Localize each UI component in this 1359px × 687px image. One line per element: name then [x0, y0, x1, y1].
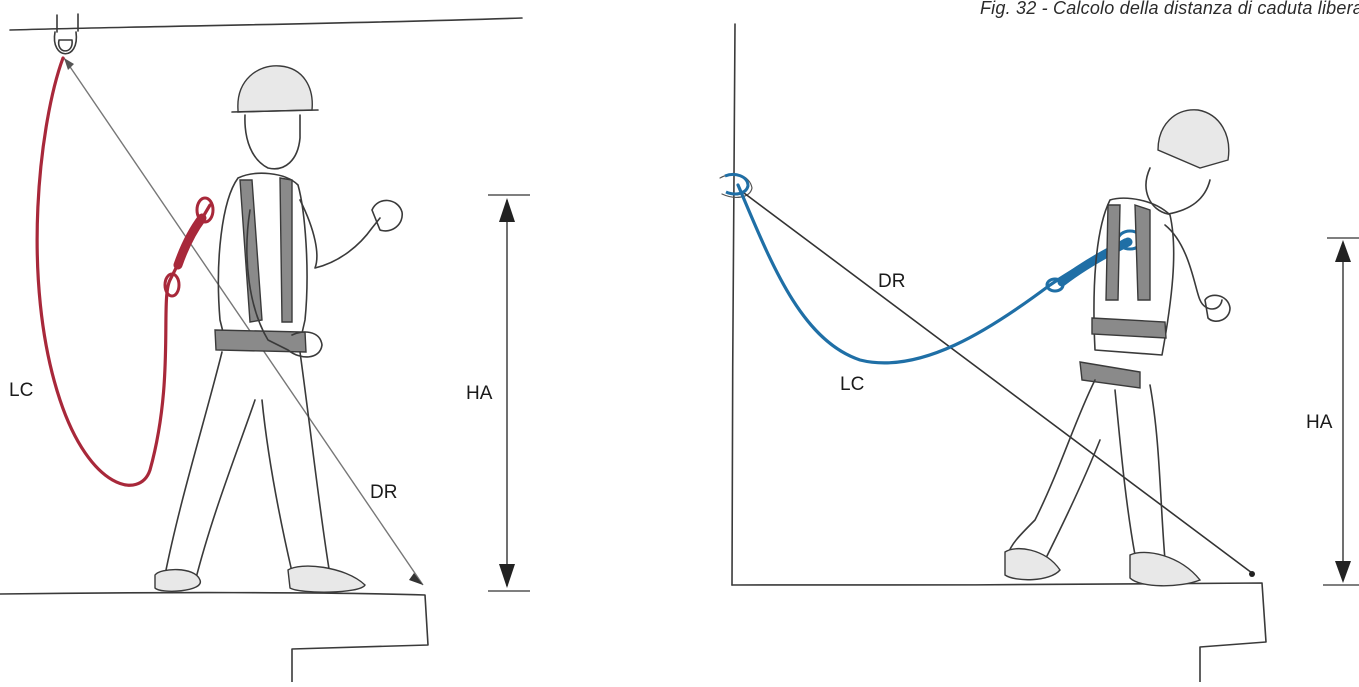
left-dr-arrow-top — [64, 58, 74, 70]
left-dr-line — [64, 58, 423, 585]
figure-caption: Fig. 32 - Calcolo della distanza di cadu… — [980, 0, 1359, 19]
left-anchor-icon — [54, 14, 78, 54]
right-helmet-icon — [1158, 110, 1229, 168]
right-wall — [732, 24, 735, 585]
left-dr-label: DR — [370, 482, 397, 503]
left-lanyard — [37, 58, 213, 485]
right-ledge — [732, 583, 1266, 682]
right-scene: DR LC HA — [720, 24, 1359, 682]
left-ha-label: HA — [466, 383, 493, 404]
left-scene: LC DR HA — [0, 14, 530, 682]
right-dr-line — [740, 190, 1252, 573]
left-ledge — [0, 593, 428, 682]
left-ceiling — [10, 18, 522, 30]
right-ha-label: HA — [1306, 412, 1333, 433]
right-worker — [1005, 110, 1230, 586]
right-lc-label: LC — [840, 374, 864, 395]
left-worker — [155, 66, 402, 592]
left-lc-label: LC — [9, 380, 33, 401]
left-fist-icon — [372, 200, 402, 230]
left-ha-dimension — [488, 195, 530, 591]
right-dr-point — [1249, 571, 1255, 577]
right-dr-label: DR — [878, 271, 905, 292]
left-helmet-icon — [238, 66, 312, 112]
